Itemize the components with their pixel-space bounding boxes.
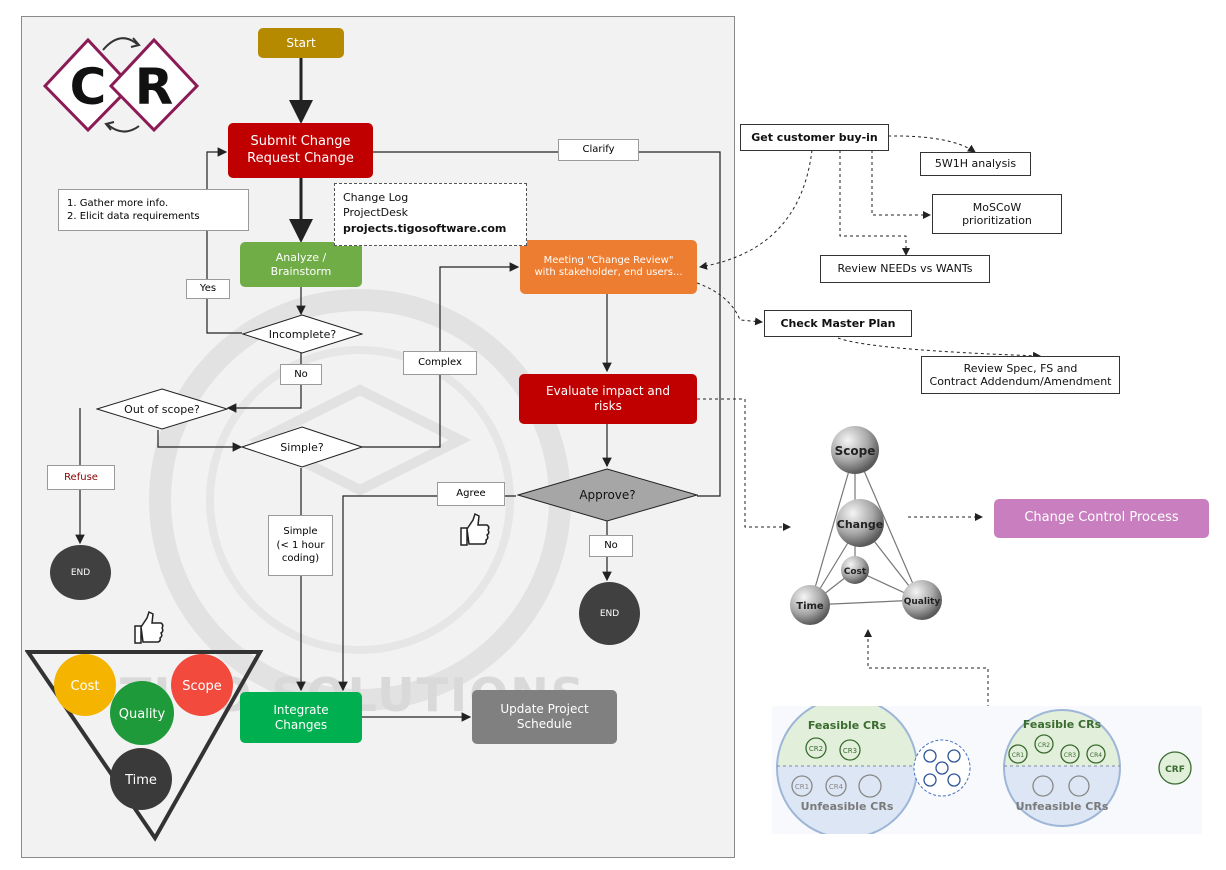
- triangle-time: Time: [124, 773, 157, 788]
- review-needs-wants-box: Review NEEDs vs WANTs: [820, 255, 990, 283]
- customer-buy-in-box: Get customer buy-in: [740, 124, 889, 151]
- integrate-changes-node: Integrate Changes: [240, 692, 362, 743]
- thumbs-up-icon: [460, 512, 490, 546]
- check-master-plan-box: Check Master Plan: [764, 310, 912, 337]
- incomplete-decision: Incomplete?: [268, 327, 337, 341]
- 5w1h-analysis-box: 5W1H analysis: [920, 152, 1031, 176]
- feasibility-diagram: Feasible CRs Unfeasible CRs CR2 CR3 CR1 …: [772, 706, 1202, 834]
- cr-final: CRF: [1165, 765, 1185, 775]
- yes-label: Yes: [186, 279, 230, 299]
- simple-decision-shape: [241, 426, 363, 468]
- simple-note-label: Simple (< 1 hour coding): [268, 515, 333, 576]
- feasible-crs-right: Feasible CRs: [1023, 718, 1102, 731]
- update-project-schedule-node: Update Project Schedule: [472, 690, 617, 744]
- approve-decision: Approve?: [579, 488, 636, 502]
- logo-r: R: [135, 58, 174, 116]
- cr-right-feasible: CR3: [1064, 752, 1076, 759]
- change-review-meeting-node: Meeting "Change Review" with stakeholder…: [520, 240, 697, 294]
- simple-decision: Simple?: [280, 440, 324, 454]
- tetra-scope: Scope: [835, 444, 876, 458]
- start-node: Start: [258, 28, 344, 58]
- cr-right-feasible: CR1: [1012, 752, 1024, 759]
- feasible-crs-left: Feasible CRs: [808, 719, 887, 732]
- unfeasible-crs-right: Unfeasible CRs: [1016, 800, 1109, 813]
- tetra-time: Time: [796, 601, 824, 612]
- cr-right-feasible: CR2: [1038, 742, 1050, 749]
- no-label: No: [280, 364, 322, 385]
- change-log-line1: Change Log: [343, 191, 409, 204]
- thumbs-up-icon: [134, 610, 164, 644]
- cr-left-feasible: CR3: [843, 747, 857, 755]
- approve-no-label: No: [589, 535, 633, 557]
- incomplete-decision-shape: [242, 314, 363, 354]
- cr-left-feasible: CR2: [809, 745, 823, 753]
- refuse-label: Refuse: [47, 465, 115, 490]
- triangle-scope: Scope: [182, 679, 222, 694]
- change-control-process-node: Change Control Process: [994, 499, 1209, 538]
- end-node-rejected: END: [579, 582, 640, 645]
- unfeasible-crs-left: Unfeasible CRs: [801, 800, 894, 813]
- triangle-cost: Cost: [71, 679, 100, 694]
- complex-label: Complex: [403, 351, 477, 375]
- tetra-change: Change: [837, 518, 884, 531]
- triple-constraint-triangle: Cost Scope Quality Time: [25, 650, 264, 842]
- cr-right-feasible: CR4: [1090, 752, 1102, 759]
- tetra-quality: Quality: [904, 597, 941, 607]
- change-log-line2: ProjectDesk: [343, 206, 408, 220]
- tetra-cost: Cost: [844, 567, 867, 577]
- analyze-brainstorm-node: Analyze / Brainstorm: [240, 242, 362, 287]
- submit-change-request-node: Submit Change Request Change: [228, 123, 373, 178]
- cr-left-unfeasible: CR1: [795, 783, 809, 791]
- review-spec-box: Review Spec, FS and Contract Addendum/Am…: [921, 356, 1120, 394]
- clarify-label: Clarify: [558, 139, 639, 161]
- end-node-refuse: END: [50, 545, 111, 600]
- out-of-scope-decision: Out of scope?: [124, 402, 200, 416]
- change-log-link[interactable]: projects.tigosoftware.com: [343, 221, 507, 235]
- agree-label: Agree: [437, 482, 505, 506]
- change-tetrahedron: Scope Change Cost Time Quality: [790, 426, 942, 625]
- triangle-quality: Quality: [119, 707, 166, 722]
- cr-left-unfeasible: CR4: [829, 783, 844, 791]
- change-log-note: Change Log ProjectDesk projects.tigosoft…: [334, 183, 527, 246]
- moscow-prioritization-box: MoSCoW prioritization: [932, 194, 1062, 234]
- logo-c: C: [70, 58, 107, 116]
- evaluate-impact-node: Evaluate impact and risks: [519, 374, 697, 424]
- approve-decision-shape: [517, 468, 698, 522]
- cr-logo: C R: [42, 37, 200, 133]
- gather-info-note: 1. Gather more info. 2. Elicit data requ…: [58, 189, 249, 231]
- out-of-scope-decision-shape: [96, 388, 228, 430]
